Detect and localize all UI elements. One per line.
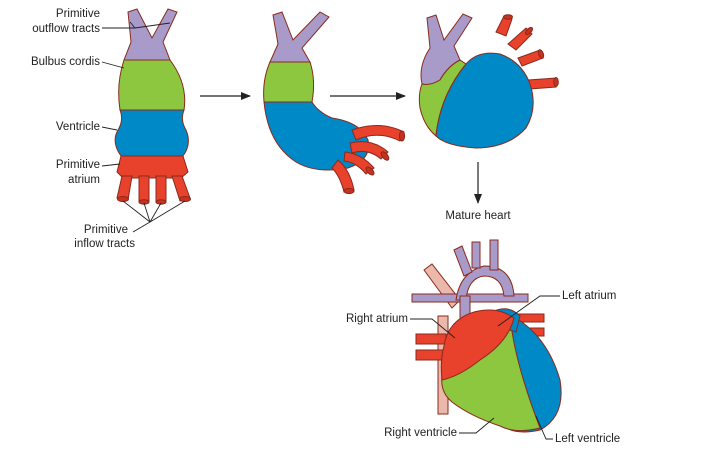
label-atrium-line1: Primitive: [56, 159, 100, 171]
label-outflow-line1: Primitive: [56, 8, 100, 20]
label-mature-heart: Mature heart: [445, 210, 511, 222]
leader-left-ventricle: [535, 415, 553, 440]
stage1-ventricle: [114, 109, 189, 157]
label-left-ventricle: Left ventricle: [555, 433, 620, 445]
stage1-bulbus-cordis: [118, 59, 186, 111]
mature-aortic-branch-2: [471, 241, 481, 269]
stage3-inflow-tracts: [495, 14, 559, 90]
label-ventricle: Ventricle: [56, 121, 100, 133]
stage2-outflow-tracts: [269, 11, 330, 63]
leader-right-ventricle: [459, 417, 495, 434]
label-left-atrium: Left atrium: [562, 290, 616, 302]
label-right-ventricle: Right ventricle: [384, 427, 457, 439]
stage1-outflow-tracts: [123, 8, 178, 61]
stage-4-mature-heart: Right atrium Left atrium Right ventricle…: [346, 239, 620, 445]
stage-3-folded-heart: [418, 13, 559, 149]
label-outflow-line2: outflow tracts: [32, 23, 100, 35]
leader-left-atrium: [497, 295, 560, 327]
leader-bulbus: [101, 61, 125, 69]
stage2-bulbus-cordis: [263, 61, 315, 103]
mature-aortic-branch-3: [489, 239, 499, 271]
label-bulbus-cordis: Bulbus cordis: [31, 56, 100, 68]
stage3-ventricle: [435, 52, 534, 149]
stage2-inflow-tracts: [331, 125, 406, 195]
label-right-atrium: Right atrium: [346, 313, 408, 325]
mature-aortic-arch: [455, 265, 515, 301]
leader-ventricle: [101, 126, 118, 131]
leader-outflow: [102, 21, 171, 29]
label-atrium-line2: atrium: [68, 174, 100, 186]
stage-2-looping-heart: [263, 11, 406, 195]
leader-right-atrium: [410, 318, 456, 339]
mature-right-atrium: [440, 309, 515, 381]
stage-1-primitive-heart-tube: Primitive outflow tracts Bulbus cordis V…: [31, 8, 191, 250]
stage1-primitive-atrium: [116, 155, 189, 179]
label-inflow-line1: Primitive: [84, 224, 128, 236]
leader-inflow: [122, 200, 186, 233]
stage2-ventricle: [263, 101, 370, 171]
label-inflow-line2: inflow tracts: [74, 238, 135, 250]
stage1-inflow-tracts: [116, 175, 191, 205]
mature-aortic-branch-1: [453, 245, 473, 277]
leader-atrium: [101, 163, 121, 167]
